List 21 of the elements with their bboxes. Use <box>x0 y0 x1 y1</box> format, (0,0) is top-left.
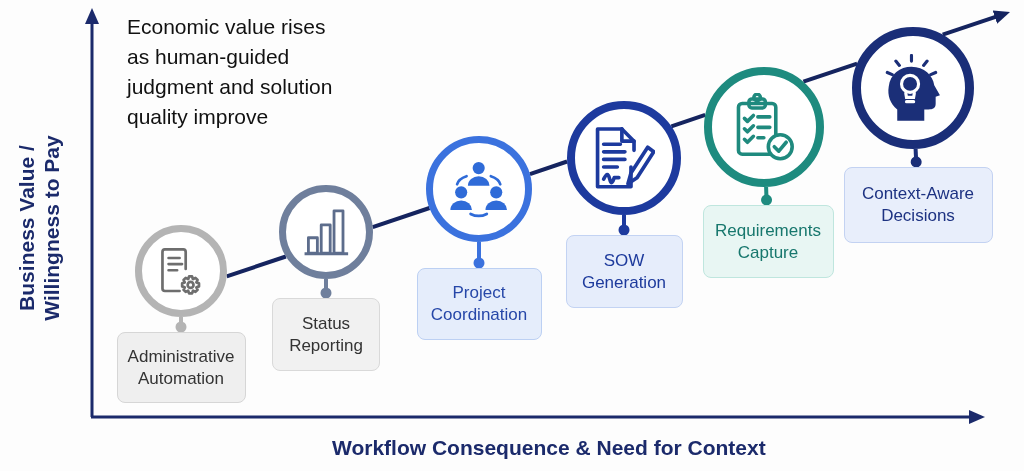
step-card: Requirements Capture <box>702 205 834 278</box>
trend-line <box>529 159 568 176</box>
pin-connector <box>910 148 922 168</box>
trend-arrow <box>942 10 1011 37</box>
trend-line <box>226 254 287 279</box>
axis-title: Workflow Consequence & Need for Context <box>332 435 766 461</box>
axis-title: Business Value / Willingness to Pay <box>13 134 63 323</box>
step-card: Administrative Automation <box>116 332 246 403</box>
step-card: Project Coordination <box>416 268 542 340</box>
trend-line <box>670 113 706 129</box>
pin-connector <box>473 242 485 269</box>
note-text: Economic value rises as human-guided judgment and solution quality improve <box>127 14 334 130</box>
pin-connector <box>175 317 187 333</box>
trend-line <box>372 206 431 229</box>
pin-connector <box>761 186 773 206</box>
pin-connector <box>618 215 630 236</box>
step-card: Context-Aware Decisions <box>843 167 993 243</box>
step-card: SOW Generation <box>565 235 683 308</box>
step-card: Status Reporting <box>272 298 380 371</box>
trend-line <box>802 61 858 84</box>
pin-connector <box>320 279 332 299</box>
